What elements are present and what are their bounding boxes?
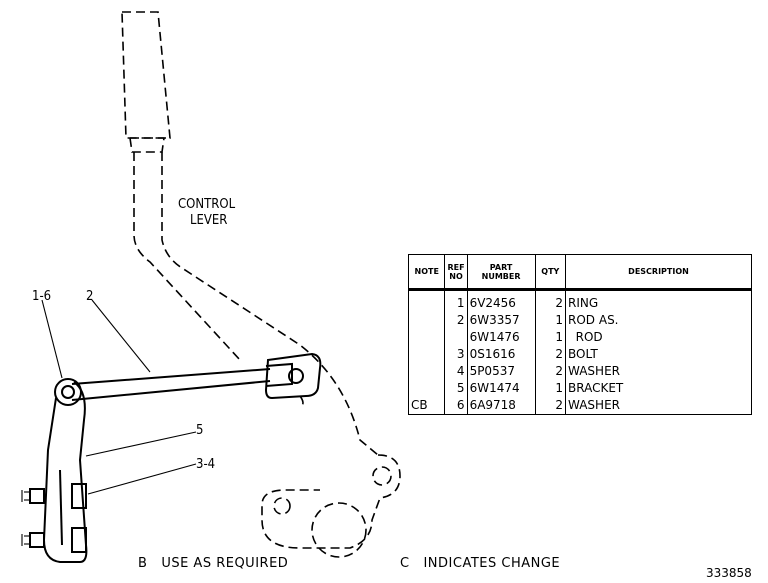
- row-description: RING: [565, 289, 752, 312]
- lever-clevis: [264, 352, 322, 409]
- row-part-number: 6V2456: [466, 289, 536, 312]
- header-part-number: PART NUMBER: [466, 254, 536, 291]
- row-qty: 2: [534, 397, 567, 415]
- row-qty: 2: [534, 363, 567, 380]
- rod-assembly: [71, 362, 293, 401]
- row-part-number: 5P0537: [466, 363, 536, 380]
- leader-lines: [41, 299, 197, 495]
- row-part-number: 0S1616: [466, 346, 536, 363]
- note-c-indicates-change: C INDICATES CHANGE: [400, 556, 561, 571]
- bracket: [42, 381, 88, 563]
- parts-list-table: NOTE REF NO PART NUMBER QTY DESCRIPTION …: [407, 254, 752, 415]
- row-note: [407, 346, 446, 363]
- header-ref-line2: NO: [449, 271, 463, 281]
- row-description: WASHER: [565, 397, 752, 415]
- note-b-use-as-required: B USE AS REQUIRED: [138, 556, 289, 571]
- header-part-line1: PART: [489, 262, 513, 272]
- row-ref: [444, 329, 468, 346]
- row-part-number: 6W1474: [466, 380, 536, 397]
- control-lever: [133, 152, 379, 456]
- table-row: CB 6 6A9718 2 WASHER: [407, 397, 752, 415]
- row-description: BRACKET: [565, 380, 752, 397]
- callout-3-4: 3-4: [196, 457, 215, 472]
- lever-bottom-plate: [261, 454, 401, 558]
- table-row: 2 6W3357 1 ROD AS.: [407, 312, 752, 329]
- row-qty: 2: [534, 289, 567, 312]
- header-ref-line1: REF: [447, 262, 465, 272]
- header-note: NOTE: [407, 254, 446, 291]
- table-row: 1 6V2456 2 RING: [407, 289, 752, 312]
- row-note: [407, 312, 446, 329]
- table-row: 3 0S1616 2 BOLT: [407, 346, 752, 363]
- row-description: BOLT: [565, 346, 752, 363]
- table-row: 6W1476 1 ROD: [407, 329, 752, 346]
- row-ref: 5: [444, 380, 468, 397]
- row-note: [407, 289, 446, 312]
- lever-knob: [121, 11, 171, 153]
- table-row: 5 6W1474 1 BRACKET: [407, 380, 752, 397]
- row-ref: 2: [444, 312, 468, 329]
- callout-5: 5: [196, 423, 203, 438]
- control-lever-label-line1: CONTROL: [178, 197, 236, 212]
- row-qty: 1: [534, 312, 567, 329]
- bolts-and-washers: [21, 483, 87, 553]
- header-description: DESCRIPTION: [565, 254, 752, 291]
- row-ref: 1: [444, 289, 468, 312]
- drawing-number: 333858: [706, 566, 752, 580]
- row-note: [407, 363, 446, 380]
- callout-1-6: 1-6: [32, 289, 51, 304]
- callout-2: 2: [86, 289, 93, 304]
- row-qty: 1: [534, 380, 567, 397]
- row-part-number: 6A9718: [466, 397, 536, 415]
- table-header-row: NOTE REF NO PART NUMBER QTY DESCRIPTION: [407, 254, 752, 291]
- row-ref: 6: [444, 397, 468, 415]
- row-part-number: 6W1476: [466, 329, 536, 346]
- row-description: ROD: [565, 329, 752, 346]
- control-lever-label-line2: LEVER: [190, 213, 227, 228]
- row-part-number: 6W3357: [466, 312, 536, 329]
- row-note: [407, 380, 446, 397]
- header-ref-no: REF NO: [444, 254, 468, 291]
- row-ref: 4: [444, 363, 468, 380]
- row-qty: 1: [534, 329, 567, 346]
- row-description: ROD AS.: [565, 312, 752, 329]
- row-ref: 3: [444, 346, 468, 363]
- row-note: CB: [407, 397, 446, 415]
- header-qty: QTY: [534, 254, 567, 291]
- row-note: [407, 329, 446, 346]
- ring: [54, 378, 82, 406]
- row-qty: 2: [534, 346, 567, 363]
- row-description: WASHER: [565, 363, 752, 380]
- table-row: 4 5P0537 2 WASHER: [407, 363, 752, 380]
- header-part-line2: NUMBER: [481, 271, 521, 281]
